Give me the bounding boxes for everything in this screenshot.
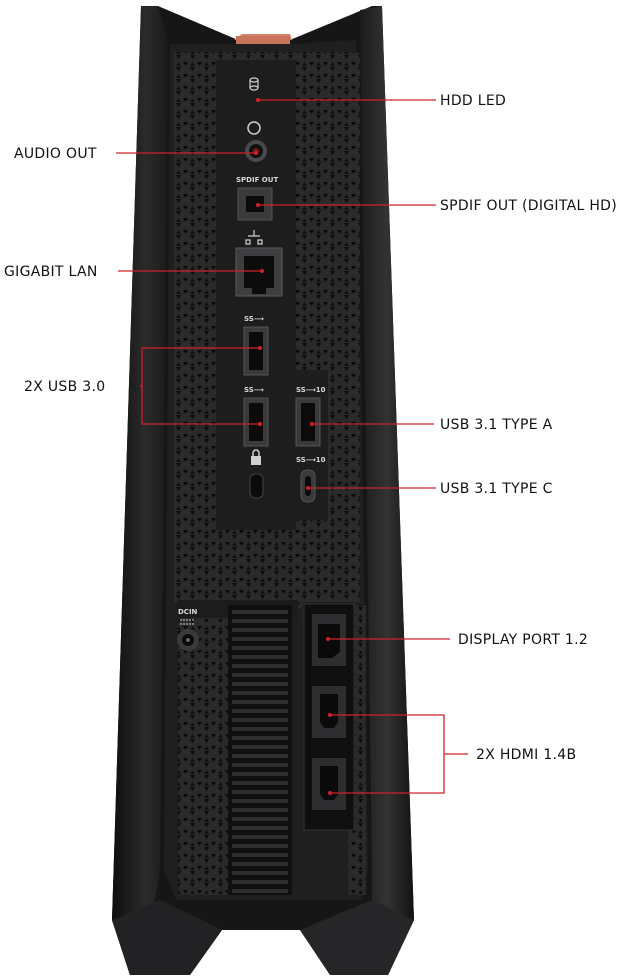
label-hdd-led: HDD LED <box>440 93 506 109</box>
hdmi-port-1[interactable] <box>312 686 346 738</box>
dcin-panel-label: DCIN <box>178 608 198 616</box>
label-gigabit-lan: GIGABIT LAN <box>4 264 98 280</box>
network-icon <box>245 230 263 245</box>
callout-lines <box>116 98 468 795</box>
label-display-port: DISPLAY PORT 1.2 <box>458 632 588 648</box>
spdif-out-port[interactable]: SPDIF OUT <box>236 176 278 221</box>
label-usb31-type-a: USB 3.1 TYPE A <box>440 417 553 433</box>
label-spdif-out: SPDIF OUT (DIGITAL HD) <box>440 198 617 214</box>
label-audio-out: AUDIO OUT <box>14 146 97 162</box>
ss-usb-icon: SS⟶ <box>244 386 264 394</box>
label-usb31-type-c: USB 3.1 TYPE C <box>440 481 553 497</box>
hdd-led-icon <box>249 77 259 91</box>
label-usb30: 2X USB 3.0 <box>24 379 105 395</box>
lan-port[interactable] <box>235 230 283 297</box>
lock-slot[interactable] <box>249 449 264 499</box>
usb31-type-a-port[interactable]: SS⟶10 <box>295 386 326 447</box>
ss10-usb-icon: SS⟶10 <box>296 386 326 394</box>
label-hdmi: 2X HDMI 1.4B <box>476 747 576 763</box>
usb30-port-2[interactable]: SS⟶ <box>243 386 269 447</box>
ss10-usb-icon: SS⟶10 <box>296 456 326 464</box>
ss-usb-icon: SS⟶ <box>244 315 264 323</box>
lock-icon <box>252 449 260 456</box>
dc-in-jack[interactable]: DCIN <box>177 608 199 651</box>
exhaust-grille <box>228 605 292 895</box>
hdmi-port-2[interactable] <box>312 758 346 810</box>
usb30-port-1[interactable]: SS⟶ <box>243 315 269 376</box>
spdif-panel-label: SPDIF OUT <box>236 176 278 184</box>
